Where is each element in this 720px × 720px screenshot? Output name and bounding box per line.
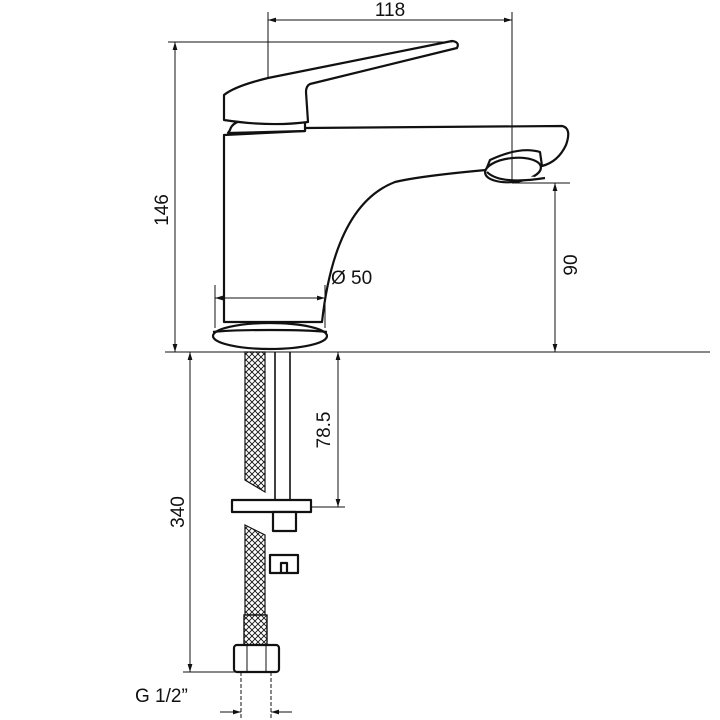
- dimension-118: 118: [267, 0, 513, 183]
- dimension-thread: G 1/2”: [135, 672, 292, 718]
- svg-text:146: 146: [152, 194, 173, 226]
- faucet-body: [211, 39, 570, 351]
- base-ring: [211, 321, 329, 351]
- svg-text:G 1/2”: G 1/2”: [135, 686, 188, 707]
- svg-text:118: 118: [375, 0, 405, 21]
- fixing-plate: [230, 498, 313, 514]
- svg-text:78.5: 78.5: [314, 412, 335, 449]
- dimension-340: 340: [168, 352, 240, 673]
- dimension-diameter-50: Ø 50: [214, 268, 372, 328]
- svg-text:Ø 50: Ø 50: [331, 268, 372, 289]
- svg-text:340: 340: [168, 496, 189, 528]
- dimension-90: 90: [512, 182, 582, 352]
- hose-nut: [232, 643, 281, 674]
- supply-hoses: [230, 351, 313, 674]
- dimension-78-5: 78.5: [311, 352, 345, 508]
- lever-handle: [222, 39, 459, 126]
- dimension-146: 146: [152, 41, 452, 352]
- threaded-stud: [268, 553, 300, 575]
- svg-text:90: 90: [561, 254, 582, 275]
